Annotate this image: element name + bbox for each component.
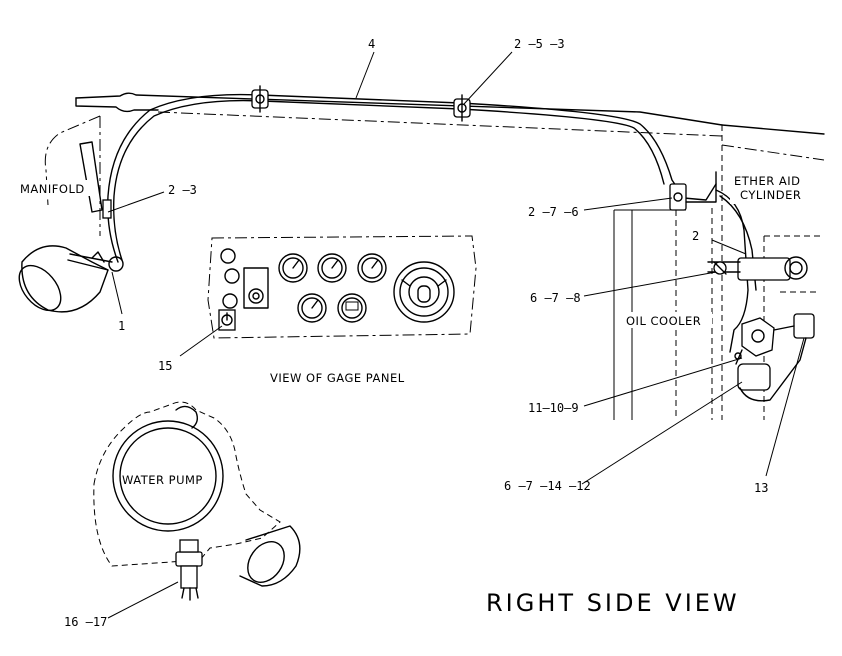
- callout-6-7-14-12: 6 –7 –14 –12: [504, 479, 591, 493]
- callout-13: 13: [754, 481, 768, 495]
- callout-11-10-9: 11–10–9: [528, 401, 579, 415]
- manifold-label: MANIFOLD: [20, 182, 85, 196]
- callout-2-3: 2 –3: [168, 183, 197, 197]
- callout-15: 15: [158, 359, 172, 373]
- manifold-clip: [102, 199, 112, 219]
- ether-aid-label: ETHER AID: [734, 174, 800, 188]
- manifold: [18, 115, 124, 313]
- view-title: RIGHT SIDE VIEW: [486, 589, 740, 617]
- engine-top-rail: [75, 92, 825, 161]
- gage-panel: [207, 235, 477, 339]
- oil-cooler-label: OIL COOLER: [626, 314, 701, 328]
- callout-2: 2: [692, 229, 699, 243]
- callout-6-7-8: 6 –7 –8: [530, 291, 581, 305]
- callout-16-17: 16 –17: [64, 615, 107, 629]
- callout-2-7-6: 2 –7 –6: [528, 205, 579, 219]
- callout-1: 1: [118, 319, 125, 333]
- ether-start-switch: [218, 309, 236, 331]
- rail-clamp-left: [251, 85, 269, 113]
- ether-valve-assembly: [734, 313, 815, 402]
- callouts: 4 2 –5 –3 2 –3 1 2 –7 –6 2 6 –7 –8 15 11…: [64, 37, 768, 629]
- ether-cylinder-valve: [707, 256, 808, 281]
- callout-2-5-3: 2 –5 –3: [514, 37, 565, 51]
- water-pump: [93, 401, 301, 601]
- mounting-bracket: [669, 171, 717, 211]
- leader-lines: [107, 51, 805, 619]
- cylinder-label: CYLINDER: [740, 188, 801, 202]
- water-pump-label: WATER PUMP: [122, 473, 203, 487]
- component-labels: MANIFOLD ETHER AID CYLINDER OIL COOLER W…: [18, 172, 814, 487]
- ether-line-tube: [107, 93, 757, 353]
- gage-panel-caption: VIEW OF GAGE PANEL: [270, 371, 405, 385]
- rail-clamp-right: [453, 94, 471, 122]
- callout-4: 4: [368, 37, 375, 51]
